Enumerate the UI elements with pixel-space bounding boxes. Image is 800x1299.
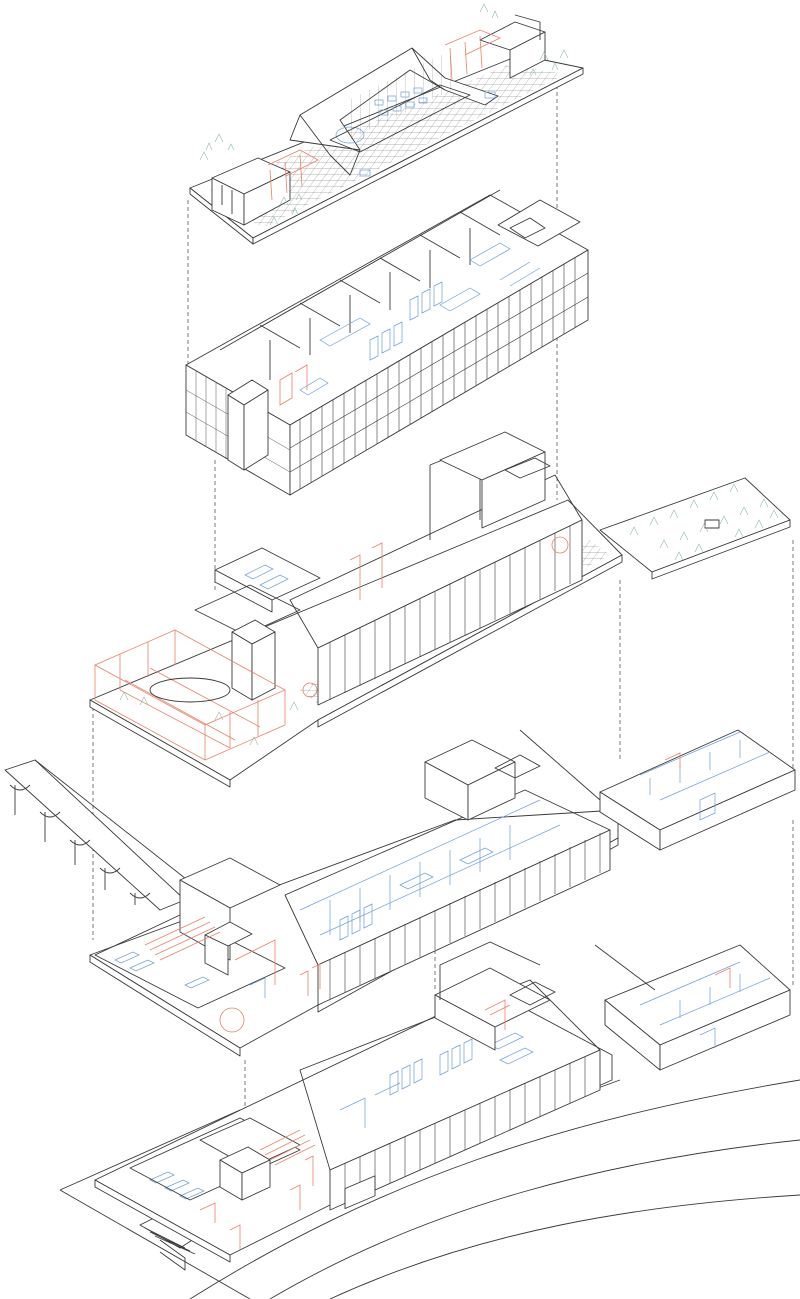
level-second-floor [89,431,791,788]
level-first-floor [4,729,796,1057]
level-ground-floor [59,941,800,1299]
level-upper-floor [185,189,589,496]
level-roof [189,3,584,245]
